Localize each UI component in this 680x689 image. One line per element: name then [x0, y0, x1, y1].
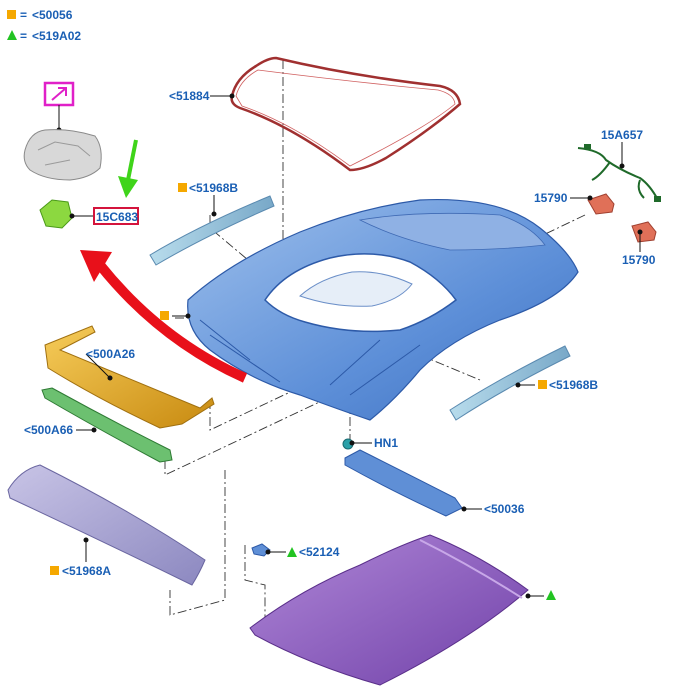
bracket-50036 [344, 449, 463, 517]
leader-lines [76, 93, 643, 599]
front-panel-500a26 [44, 325, 215, 429]
orange-square-icon [50, 566, 59, 575]
label-51968b-right: <51968B [549, 378, 598, 392]
orange-square-icon [538, 380, 547, 389]
label-15790-lower: 15790 [622, 253, 656, 267]
label-15a657: 15A657 [601, 128, 643, 142]
roof-frame [187, 198, 579, 421]
label-52124: <52124 [299, 545, 340, 559]
label-15c683: 15C683 [96, 210, 138, 224]
glass-panel [299, 271, 413, 307]
right-side-rail [449, 345, 571, 421]
green-triangle-icon [287, 547, 297, 557]
label-15790-upper: 15790 [534, 191, 568, 205]
roof-seal [230, 56, 462, 172]
legend-orange-square-text: <50056 [32, 8, 73, 22]
label-500a26: <500A26 [86, 347, 135, 361]
dome-lamp [39, 199, 73, 229]
label-51968a: <51968A [62, 564, 111, 578]
overhead-console [23, 129, 102, 181]
legend-eq: = [20, 29, 27, 43]
roof-seal-inner-edge [235, 69, 456, 167]
label-51884: <51884 [169, 89, 210, 103]
red-curved-arrow-icon [80, 250, 248, 383]
orange-square-icon [7, 10, 16, 19]
green-triangle-icon [7, 30, 17, 40]
label-hn1: HN1 [374, 436, 398, 450]
label-50036: <50036 [484, 502, 525, 516]
callout-arrow-icon [51, 87, 67, 101]
bar-500a66 [41, 387, 173, 463]
orange-square-icon [160, 311, 169, 320]
switch-15790-lower [631, 221, 657, 243]
green-down-arrow-icon [118, 139, 138, 198]
left-side-rail [149, 195, 275, 266]
panel-51968a [7, 464, 206, 586]
green-triangle-icon [546, 590, 556, 600]
highlight-box [93, 207, 139, 225]
legend-green-triangle-text: <519A02 [32, 29, 81, 43]
wiring-harness [577, 144, 661, 202]
legend-eq: = [20, 8, 27, 22]
orange-square-icon [178, 183, 187, 192]
legend: = <50056 = <519A02 [7, 8, 81, 43]
rear-roof-section [358, 212, 546, 251]
headliner [249, 534, 529, 686]
label-51968b-left: <51968B [189, 181, 238, 195]
label-500a66: <500A66 [24, 423, 73, 437]
switch-15790-upper [587, 193, 615, 215]
